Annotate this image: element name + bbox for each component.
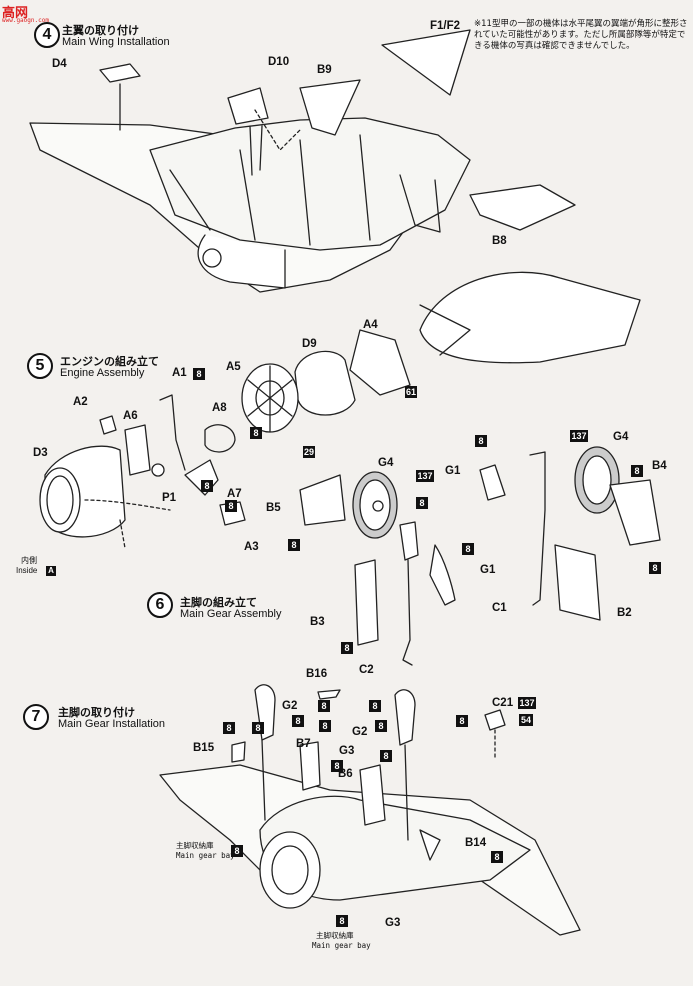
- step-4-title-jp: 主翼の取り付け: [62, 24, 139, 37]
- part-g4: G4: [378, 457, 394, 469]
- part-b4: B4: [652, 460, 667, 472]
- part-g4: G4: [613, 431, 629, 443]
- watermark-url: www.gaogn.com: [2, 17, 49, 24]
- tail-tip-note: ※11型甲の一部の機体は水平尾翼の翼端が角形に整形されていた可能性があります。た…: [474, 19, 688, 51]
- part-c21: C21: [492, 697, 514, 709]
- part-a3: A3: [244, 541, 259, 553]
- part-d4: D4: [52, 58, 67, 70]
- part-a1: A1: [172, 367, 187, 379]
- part-a8: A8: [212, 402, 227, 414]
- paint-code: 8: [416, 497, 428, 509]
- paint-code: 61: [405, 386, 418, 398]
- gear-bay-label-en: Main gear bay: [312, 941, 371, 950]
- inside-marker: A: [46, 566, 56, 576]
- part-c1: C1: [492, 602, 507, 614]
- gear-bay-label-en: Main gear bay: [176, 851, 235, 860]
- paint-code: 8: [225, 500, 237, 512]
- part-p1: P1: [162, 492, 177, 504]
- step-4-number: 4: [34, 22, 60, 48]
- paint-code: 8: [201, 480, 213, 492]
- paint-code: 8: [456, 715, 468, 727]
- paint-code: 8: [369, 700, 381, 712]
- part-g3: G3: [339, 745, 355, 757]
- inside-label-en: Inside: [16, 566, 38, 575]
- part-a7: A7: [227, 488, 242, 500]
- paint-code: 137: [416, 470, 434, 482]
- step-6-number: 6: [147, 592, 173, 618]
- part-d9: D9: [302, 338, 317, 350]
- part-a6: A6: [123, 410, 138, 422]
- part-b14: B14: [465, 837, 487, 849]
- paint-code: 8: [193, 368, 205, 380]
- watermark-logo: 高网: [2, 5, 29, 20]
- gear-bay-label-jp: 主脚収納庫: [316, 931, 354, 940]
- part-a4: A4: [363, 319, 378, 331]
- paint-code: 8: [491, 851, 503, 863]
- paint-code: 8: [223, 722, 235, 734]
- part-b15: B15: [193, 742, 215, 754]
- part-b6: B6: [338, 768, 353, 780]
- part-a2: A2: [73, 396, 88, 408]
- paint-code: 8: [252, 722, 264, 734]
- part-g2: G2: [282, 700, 298, 712]
- paint-code: 8: [319, 720, 331, 732]
- paint-code: 8: [250, 427, 262, 439]
- part-g2: G2: [352, 726, 368, 738]
- paint-code: 8: [318, 700, 330, 712]
- part-d3: D3: [33, 447, 48, 459]
- step-4-title-en: Main Wing Installation: [62, 36, 170, 48]
- part-b7: B7: [296, 738, 311, 750]
- part-b16: B16: [306, 668, 328, 680]
- part-a5: A5: [226, 361, 241, 373]
- step-5-title-en: Engine Assembly: [60, 367, 145, 379]
- paint-code: 8: [375, 720, 387, 732]
- part-g1: G1: [445, 465, 461, 477]
- step-6-title-en: Main Gear Assembly: [180, 608, 282, 620]
- paint-code: 137: [518, 697, 536, 709]
- paint-code: 8: [292, 715, 304, 727]
- step-7-title-jp: 主脚の取り付け: [58, 706, 135, 719]
- paint-code: 8: [336, 915, 348, 927]
- part-g1: G1: [480, 564, 496, 576]
- part-b5: B5: [266, 502, 281, 514]
- paint-code: 8: [331, 760, 343, 772]
- paint-code: 8: [341, 642, 353, 654]
- paint-code: 8: [475, 435, 487, 447]
- step-7-number: 7: [23, 704, 49, 730]
- paint-code: 8: [631, 465, 643, 477]
- inside-label-jp: 内側: [21, 556, 37, 565]
- part-d10: D10: [268, 56, 290, 68]
- step-7-title-en: Main Gear Installation: [58, 718, 165, 730]
- step-5-number: 5: [27, 353, 53, 379]
- part-g3: G3: [385, 917, 401, 929]
- paint-code: 8: [231, 845, 243, 857]
- paint-code: 29: [303, 446, 316, 458]
- gear-bay-label-jp: 主脚収納庫: [176, 841, 214, 850]
- part-b2: B2: [617, 607, 632, 619]
- paint-code: 54: [519, 714, 533, 726]
- paint-code: 8: [649, 562, 661, 574]
- paint-code: 137: [570, 430, 588, 442]
- paint-code: 8: [380, 750, 392, 762]
- part-b8: B8: [492, 235, 507, 247]
- part-b9: B9: [317, 64, 332, 76]
- step-6-title-jp: 主脚の組み立て: [180, 596, 257, 609]
- paint-code: 8: [462, 543, 474, 555]
- step-5-title-jp: エンジンの組み立て: [60, 355, 159, 368]
- paint-code: 8: [288, 539, 300, 551]
- part-b3: B3: [310, 616, 325, 628]
- part-f1f2: F1/F2: [430, 20, 461, 32]
- part-c2: C2: [359, 664, 374, 676]
